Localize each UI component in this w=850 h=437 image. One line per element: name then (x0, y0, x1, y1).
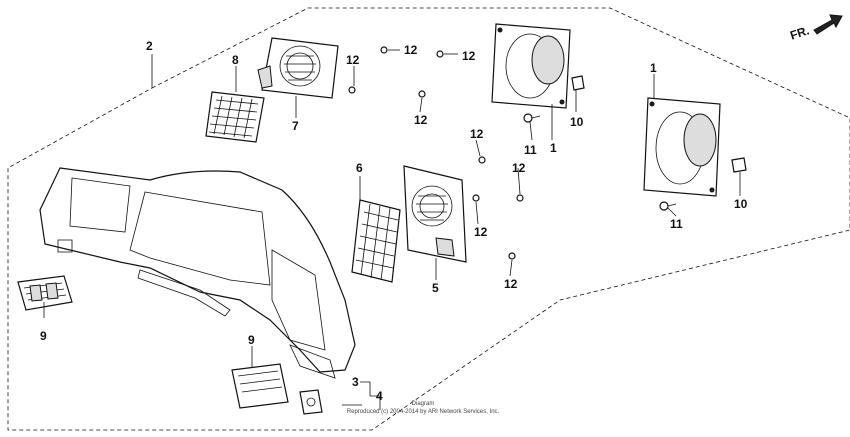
screw-upper (523, 113, 541, 123)
small-screws (348, 46, 524, 260)
callout-1-right: 1 (650, 61, 657, 75)
callout-12-f: 12 (512, 161, 526, 175)
front-direction-arrow (813, 14, 843, 35)
speaker-lower (643, 97, 721, 197)
callout-6: 6 (356, 161, 363, 175)
speaker-grille-lower (351, 199, 401, 283)
callout-12-e: 12 (470, 127, 484, 141)
callout-5: 5 (432, 281, 439, 295)
screw-lower (659, 201, 677, 211)
callout-4: 4 (376, 389, 383, 403)
callout-3: 3 (352, 375, 359, 389)
clip-lower (731, 157, 747, 173)
callout-2: 2 (146, 39, 153, 53)
callout-11-lower: 11 (670, 217, 683, 231)
tweeter-housing-upper (257, 37, 339, 99)
clip-upper (571, 75, 585, 91)
air-vent-left (17, 275, 73, 311)
callout-12-a: 12 (404, 43, 418, 57)
callout-9-bottom: 9 (248, 333, 255, 347)
meter-visor-panel (39, 167, 356, 379)
callout-12-d: 12 (414, 113, 428, 127)
air-vent-bottom (231, 363, 289, 409)
small-plate (299, 389, 323, 415)
copyright-line-2: Reproduced (c) 2004-2014 by ARI Network … (346, 409, 500, 415)
callout-12-b: 12 (462, 49, 476, 63)
leader-lines (43, 49, 741, 410)
callout-10-lower: 10 (734, 197, 748, 211)
speaker-grille-upper (205, 91, 265, 143)
callout-10-upper: 10 (570, 115, 584, 129)
copyright-line-1: Diagram (411, 401, 435, 407)
callout-8: 8 (232, 53, 239, 67)
tweeter-housing-lower (403, 165, 467, 263)
callout-11-upper: 11 (524, 143, 537, 157)
callout-12-h: 12 (504, 277, 518, 291)
callout-1-center: 1 (550, 141, 557, 155)
assembly-boundary (7, 7, 850, 431)
callout-12-c: 12 (346, 53, 360, 67)
speaker-upper (491, 23, 571, 109)
callout-9-left: 9 (40, 329, 47, 343)
callout-7: 7 (292, 119, 299, 133)
callout-12-g: 12 (474, 225, 488, 239)
copyright-notice: Diagram Reproduced (c) 2004-2014 by ARI … (318, 400, 528, 416)
